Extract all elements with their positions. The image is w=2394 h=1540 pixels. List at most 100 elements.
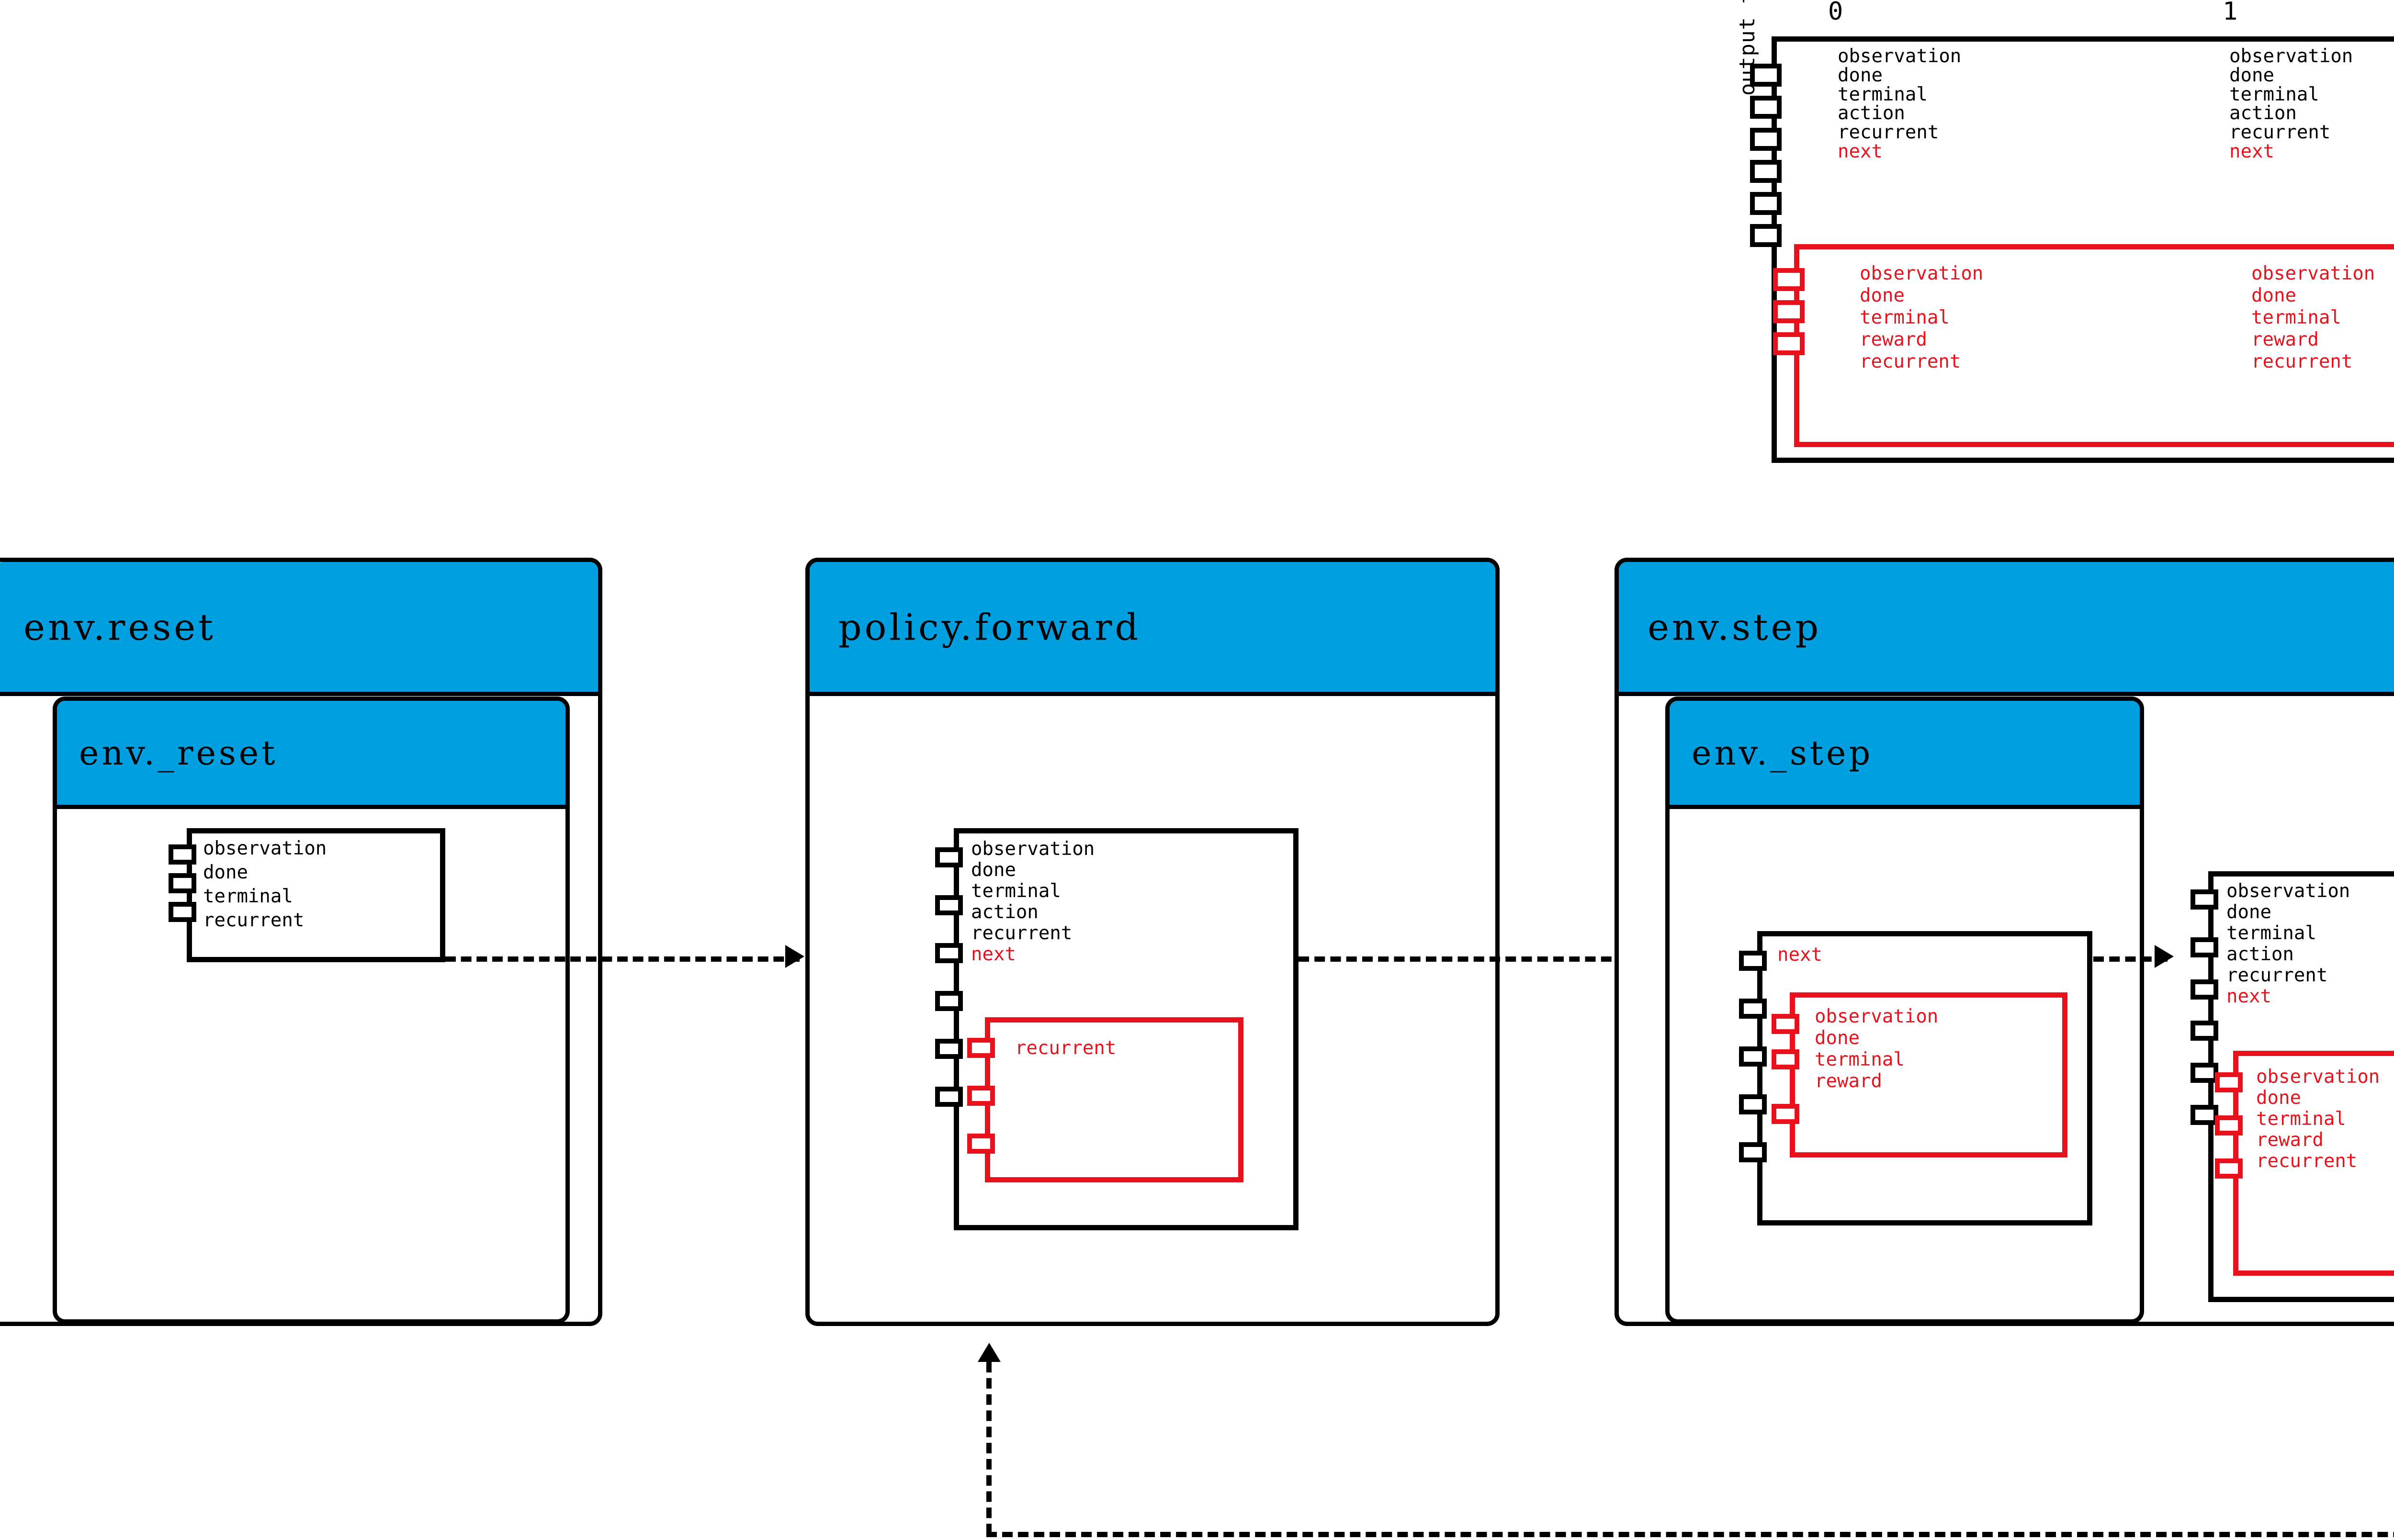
key-done: done — [203, 861, 248, 883]
tensordict-col1-root-keys: observation done terminal action recurre… — [2229, 47, 2353, 161]
key-reward: reward — [2256, 1129, 2324, 1151]
key-next: next — [2229, 140, 2274, 162]
tensordict-spine-tab — [1750, 128, 1782, 151]
key-next: next — [1777, 944, 1822, 966]
key-done: done — [1815, 1027, 1860, 1049]
tensordict-spine-tab — [1739, 1046, 1767, 1067]
tensordict-spine-tab — [2191, 1021, 2218, 1041]
tensordict-env-_step-next-label: next — [1777, 945, 1822, 965]
tensordict-spine-tab — [935, 1087, 963, 1107]
tensordict-spine-tab — [2191, 889, 2218, 910]
connector-policy-to-envstep — [1299, 956, 1691, 962]
panel-env-reset-title: env.reset — [23, 606, 216, 648]
key-observation: observation — [2251, 263, 2375, 284]
tensordict-spine-tab — [1750, 224, 1782, 247]
tensordict-next-spine-tab — [967, 1038, 995, 1058]
key-reward: reward — [1815, 1070, 1882, 1092]
connector-stepmdp-feedback-arrowhead — [978, 1343, 1001, 1362]
tensordict-spine-tab — [1739, 951, 1767, 971]
panel-env-_reset[interactable]: env._reset — [53, 697, 570, 1324]
key-next: next — [2226, 986, 2271, 1008]
tensordict-spine-tab — [1750, 96, 1782, 119]
key-observation: observation — [203, 838, 327, 859]
tensordict-env-reset-output — [187, 828, 445, 962]
key-done: done — [2229, 64, 2274, 86]
key-observation: observation — [971, 838, 1095, 860]
tensordict-next-spine-tab — [1772, 1014, 1799, 1034]
tensordict-next-spine-tab — [1773, 268, 1805, 291]
tensordict-spine-tab — [169, 873, 196, 893]
tensordict-col0-next-keys: observation done terminal reward recurre… — [1860, 263, 1983, 373]
tensordict-spine-tab — [935, 895, 963, 915]
tensordict-col0-root-keys: observation done terminal action recurre… — [1838, 47, 1961, 161]
key-recurrent: recurrent — [2256, 1150, 2358, 1172]
key-reward: reward — [2251, 329, 2319, 351]
tensordict-next-spine-tab — [2215, 1072, 2243, 1092]
tensordict-spine-tab — [1750, 160, 1782, 183]
tensordict-policy-forward-next-keys: recurrent — [1015, 1037, 1117, 1059]
tensordict-next-spine-tab — [2215, 1158, 2243, 1179]
key-recurrent: recurrent — [971, 922, 1073, 944]
key-next: next — [971, 944, 1016, 966]
key-terminal: terminal — [2251, 307, 2341, 329]
key-recurrent: recurrent — [2251, 351, 2353, 373]
panel-policy-forward-header: policy.forward — [810, 562, 1495, 696]
key-action: action — [2226, 944, 2294, 966]
key-done: done — [2251, 285, 2296, 307]
connector-reset-to-policy — [445, 956, 800, 962]
panel-policy-forward-title: policy.forward — [838, 606, 1141, 648]
tensordict-spine-tab — [2191, 937, 2218, 957]
tensordict-spine-tab — [935, 991, 963, 1011]
key-observation: observation — [1815, 1006, 1939, 1027]
tensordict-spine-tab — [1739, 999, 1767, 1019]
tensordict-spine-tab — [1750, 192, 1782, 215]
tensordict-next-spine-tab — [1773, 332, 1805, 355]
tensordict-spine-tab — [2191, 1063, 2218, 1083]
tensordict-spine-tab — [2191, 979, 2218, 1000]
key-observation: observation — [2226, 880, 2350, 902]
tensordict-spine-tab — [1750, 64, 1782, 87]
tensordict-spine-tab — [935, 847, 963, 867]
panel-env-step-header: env.step — [1619, 562, 2394, 696]
panel-env-_step-header: env._step — [1670, 701, 2140, 809]
key-observation: observation — [1860, 263, 1984, 284]
key-recurrent: recurrent — [1015, 1037, 1117, 1059]
tensordict-spine-tab — [1739, 1142, 1767, 1162]
key-done: done — [1838, 64, 1883, 86]
tensordict-next-spine-tab — [1772, 1104, 1799, 1124]
key-done: done — [2226, 901, 2271, 923]
output-tensordict-box — [1772, 36, 2394, 463]
key-done: done — [2256, 1087, 2301, 1109]
tensordict-next-spine-tab — [1772, 1049, 1799, 1069]
key-recurrent: recurrent — [1838, 122, 1939, 144]
panel-env-step-title: env.step — [1648, 606, 1822, 648]
tensordict-next-spine-tab — [1773, 300, 1805, 323]
key-terminal: terminal — [971, 880, 1061, 902]
tensordict-column-header-0: 0 — [1828, 0, 1843, 26]
panel-env-reset-header: env.reset — [0, 562, 598, 696]
tensordict-spine-tab — [1739, 1094, 1767, 1114]
key-terminal: terminal — [1860, 307, 1950, 329]
tensordict-env-reset-keys: observation done terminal recurrent — [203, 837, 327, 933]
tensordict-column-header-1: 1 — [2223, 0, 2238, 26]
key-terminal: terminal — [1815, 1048, 1905, 1070]
key-action: action — [971, 901, 1039, 923]
tensordict-spine-tab — [935, 943, 963, 963]
tensordict-spine-tab — [169, 902, 196, 922]
key-terminal: terminal — [1838, 83, 1928, 105]
tensordict-next-spine-tab — [2215, 1115, 2243, 1135]
panel-env-_reset-title: env._reset — [79, 733, 278, 773]
connector-stepmdp-feedback-up — [986, 1362, 992, 1534]
connector-envstep-inner-to-output-arrowhead — [2155, 945, 2174, 968]
connector-stepmdp-feedback-horizontal — [986, 1532, 2394, 1537]
key-recurrent: recurrent — [1860, 351, 1961, 373]
tensordict-spine-tab — [169, 844, 196, 865]
key-next: next — [1838, 140, 1883, 162]
key-observation: observation — [2256, 1066, 2380, 1088]
key-terminal: terminal — [2229, 83, 2319, 105]
tensordict-next-spine-tab — [967, 1134, 995, 1154]
connector-envstep-inner-to-output — [2093, 956, 2168, 962]
tensordict-spine-tab — [935, 1039, 963, 1059]
key-recurrent: recurrent — [2229, 122, 2331, 144]
